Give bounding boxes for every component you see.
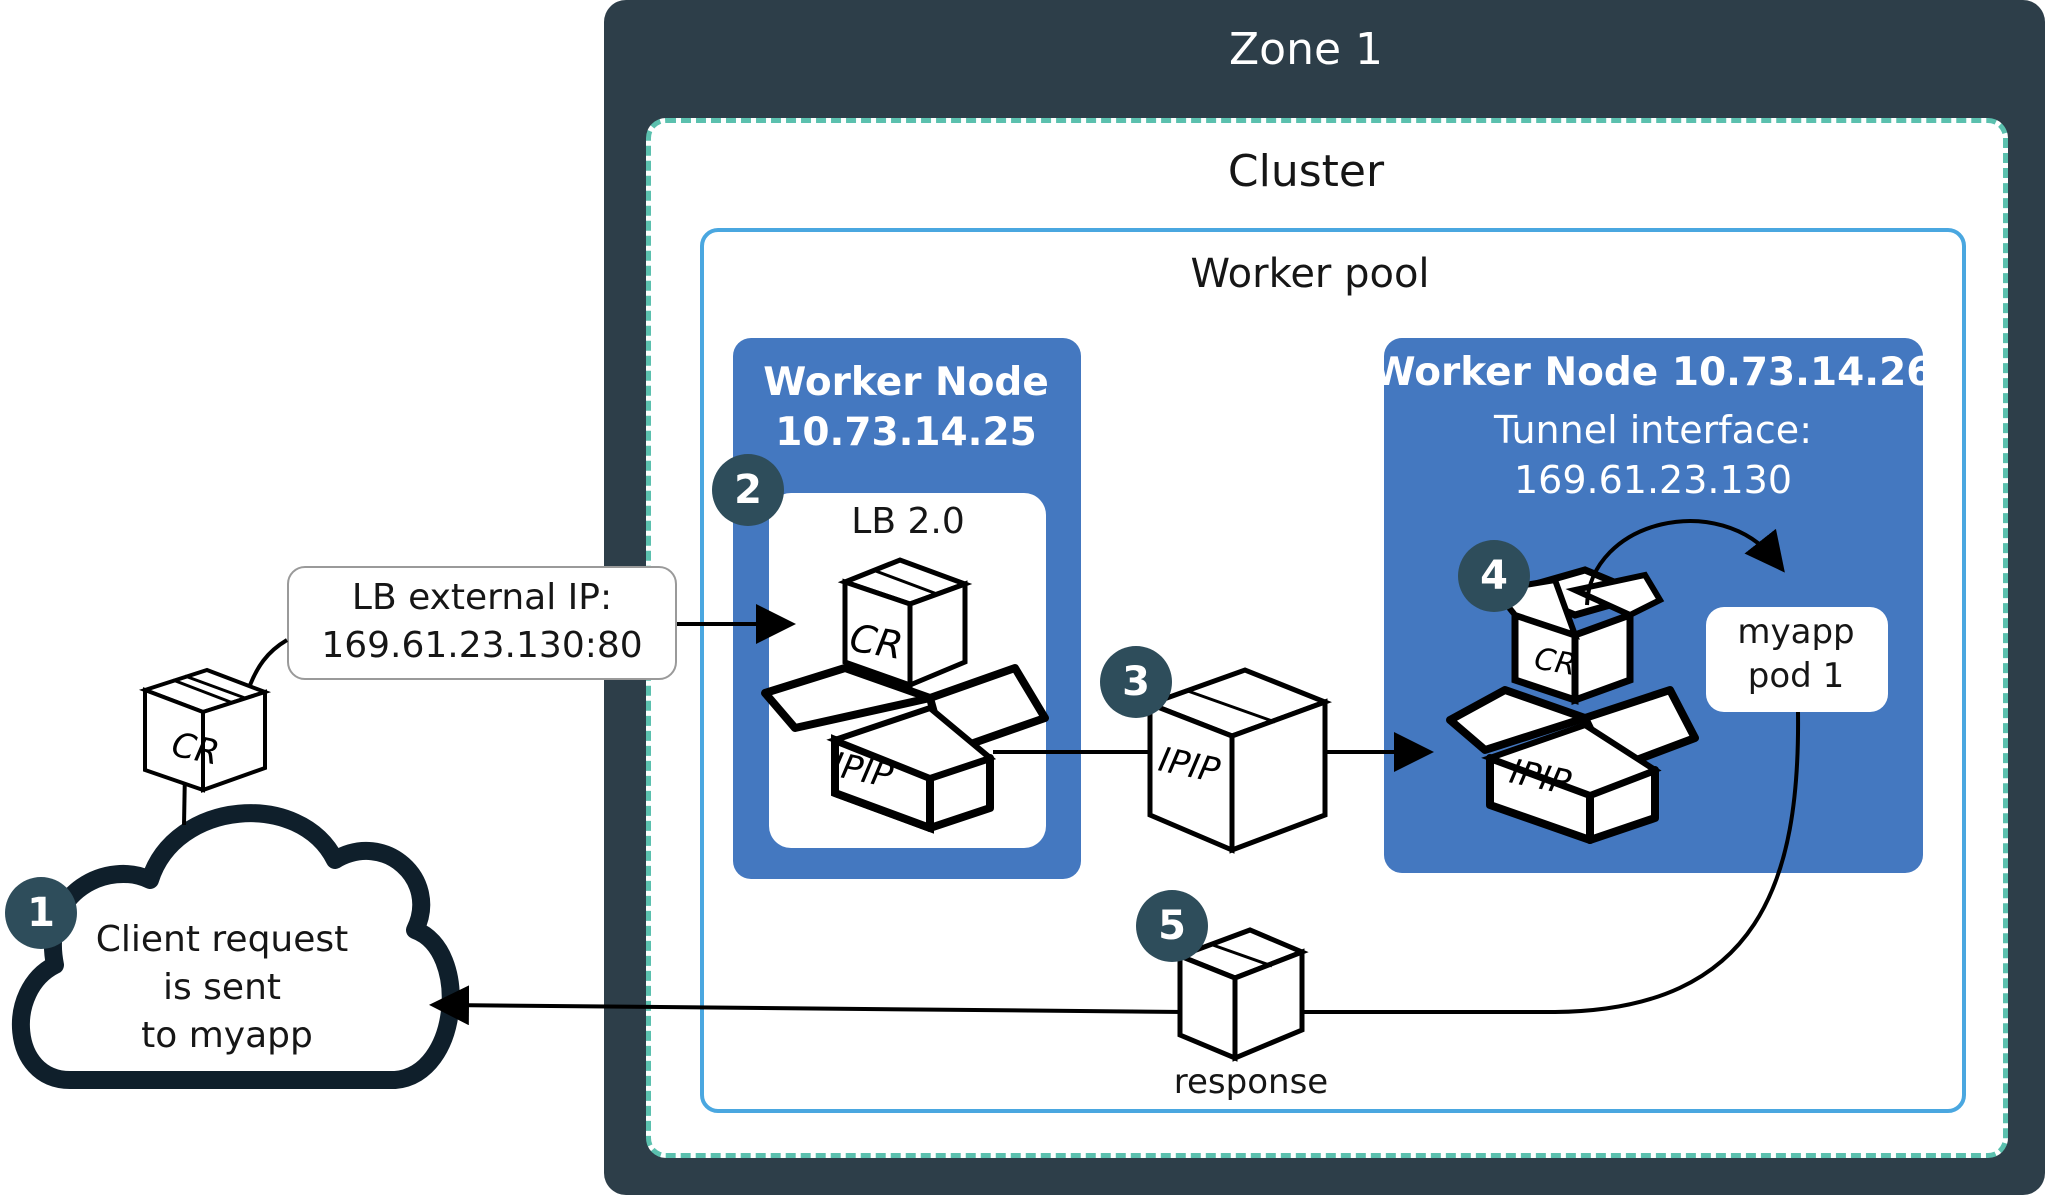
cluster-title: Cluster <box>1227 146 1385 197</box>
myapp-pod-box <box>1706 607 1888 712</box>
lb-cr-package-icon <box>837 557 973 689</box>
step-badge-2: 2 <box>712 454 784 526</box>
step-badge-3: 3 <box>1100 646 1172 718</box>
load-balancer-label: LB 2.0 <box>851 501 965 542</box>
lb-ipip-open-box-icon <box>761 664 1049 834</box>
client-text-line1: Client request <box>95 919 349 960</box>
response-path <box>1300 711 1801 1014</box>
response-package-icon <box>1173 927 1309 1062</box>
external-ip-value: 169.61.23.130:80 <box>321 625 643 666</box>
external-ip-callout <box>287 566 677 680</box>
external-ip-label: LB external IP: <box>351 577 613 618</box>
client-text-line2: is sent <box>162 967 282 1008</box>
tunnel-interface-label: Tunnel interface: <box>1494 408 1812 452</box>
response-label: response <box>1173 1062 1329 1102</box>
arrow-to-client <box>429 985 1186 1026</box>
node-ipip-open-box-icon <box>1446 686 1699 844</box>
transit-ipip-package-icon <box>1142 667 1332 854</box>
tunnel-interface-ip: 169.61.23.130 <box>1513 458 1793 502</box>
step-badge-4: 4 <box>1458 540 1530 612</box>
pod-label-line2: pod 1 <box>1747 656 1845 696</box>
worker-pool-title: Worker pool <box>1190 251 1430 297</box>
arrow-to-pod <box>1585 519 1785 606</box>
worker-node-left-title-line1: Worker Node <box>763 360 1049 405</box>
node-cr-open-box-icon <box>1489 566 1665 705</box>
client-cr-label: CR <box>168 725 223 774</box>
lb-cr-label: CR <box>846 616 906 669</box>
client-cr-package-icon <box>138 667 272 793</box>
client-text-line3: to myapp <box>141 1015 313 1056</box>
pod-label-line1: myapp <box>1737 612 1855 652</box>
worker-node-right-title: Worker Node 10.73.14.26 <box>1372 350 1934 395</box>
node-cr-label: CR <box>1532 641 1579 683</box>
zone-title: Zone 1 <box>1229 24 1383 75</box>
step-badge-1: 1 <box>5 877 77 949</box>
step-badge-5: 5 <box>1136 890 1208 962</box>
worker-node-left-title-line2: 10.73.14.25 <box>775 410 1037 455</box>
client-cloud <box>11 804 460 1089</box>
